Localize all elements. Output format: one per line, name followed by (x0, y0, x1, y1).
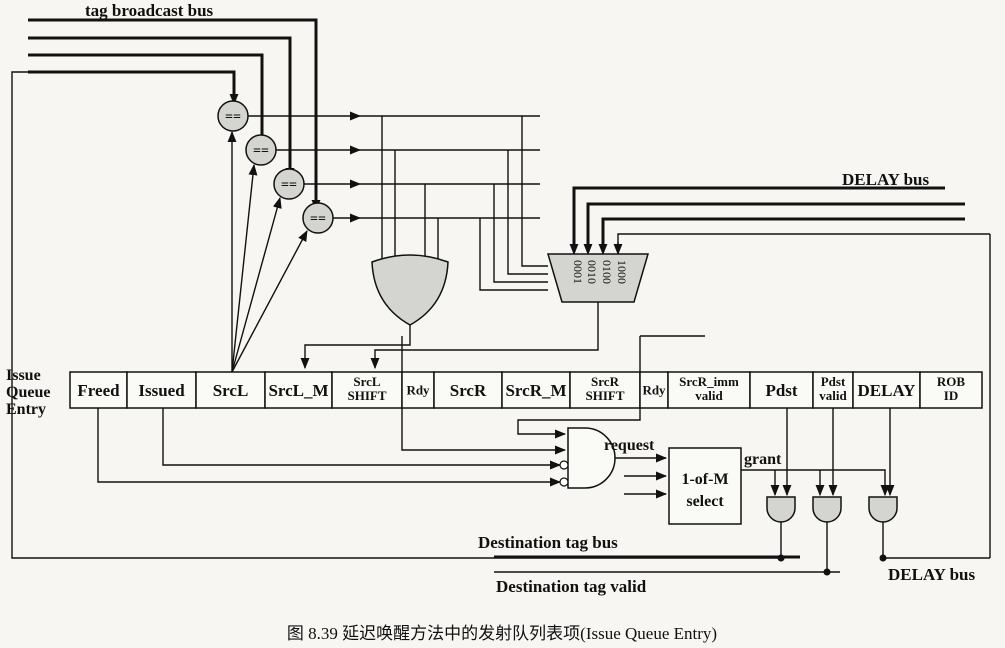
output-and-gates (766, 496, 898, 576)
select-box: 1-of-M select grant (624, 447, 782, 525)
request-label: request (604, 437, 655, 454)
mux-input-0100: 0100 (600, 260, 614, 284)
tag-broadcast-bus-label: tag broadcast bus (85, 1, 214, 20)
or-gate (300, 254, 449, 370)
delay-mux: 0001 0010 0100 1000 (370, 253, 649, 370)
field-label-srcr-imm-valid-1: SrcR_imm (679, 374, 739, 389)
comparator-4: == (302, 202, 334, 234)
svg-text:==: == (310, 212, 326, 227)
comparator-2: == (245, 134, 277, 166)
field-pdst: Pdst (749, 371, 814, 409)
field-label-srcr-imm-valid-2: valid (695, 388, 723, 403)
field-srcl: SrcL (195, 371, 266, 409)
tag-broadcast-bus: tag broadcast bus (28, 1, 321, 212)
svg-text:Queue: Queue (6, 384, 50, 401)
field-label-freed: Freed (77, 381, 120, 400)
field-label-srcr: SrcR (450, 381, 487, 400)
field-label-pdst: Pdst (765, 381, 797, 400)
svg-text:Entry: Entry (6, 401, 46, 418)
svg-text:==: == (225, 110, 241, 125)
field-delay: DELAY (852, 371, 921, 409)
figure-caption: 图 8.39 延迟唤醒方法中的发射队列表项(Issue Queue Entry) (287, 624, 717, 643)
control-wires (97, 408, 641, 487)
dest-tag-bus-label: Destination tag bus (478, 533, 618, 552)
delay-bus-bottom-label: DELAY bus (888, 565, 975, 584)
mux-input-0001: 0001 (571, 260, 585, 284)
grant-label: grant (744, 451, 782, 468)
svg-text:Issue: Issue (6, 367, 41, 384)
comparator-outputs (248, 111, 548, 291)
field-rdy-r: Rdy (639, 371, 669, 409)
field-label-issued: Issued (138, 381, 185, 400)
issue-queue-entry-label: Issue Queue Entry (6, 367, 50, 418)
field-label-delay: DELAY (858, 381, 916, 400)
destination-buses: Destination tag bus Destination tag vali… (478, 233, 991, 596)
select-line-2: select (686, 493, 724, 510)
field-label-rob-id-1: ROB (937, 374, 966, 389)
field-label-srcr-m: SrcR_M (505, 381, 566, 400)
field-label-srcl-shift-1: SrcL (353, 374, 381, 389)
field-label-srcl-m: SrcL_M (268, 381, 328, 400)
select-line-1: 1-of-M (681, 471, 728, 488)
field-srcr-m: SrcR_M (501, 371, 571, 409)
field-rdy-l: Rdy (401, 371, 435, 409)
dest-tag-feedback-loop (11, 71, 780, 559)
and-gate: request (559, 427, 668, 489)
field-label-rdy-r: Rdy (642, 383, 666, 398)
field-label-rob-id-2: ID (944, 388, 958, 403)
grant-wires (741, 408, 895, 497)
tag-comparators: == == == == (217, 100, 334, 373)
field-issued: Issued (126, 371, 197, 409)
mux-input-0010: 0010 (585, 260, 599, 284)
field-label-rdy-l: Rdy (406, 383, 430, 398)
field-freed: Freed (69, 371, 128, 409)
delay-bus-top: DELAY bus (569, 170, 965, 256)
field-label-srcr-shift-1: SrcR (591, 374, 620, 389)
comparator-3: == (273, 168, 305, 200)
svg-text:==: == (253, 144, 269, 159)
field-label-srcl: SrcL (213, 381, 249, 400)
field-label-pdst-valid-1: Pdst (821, 374, 846, 389)
mux-input-1000: 1000 (615, 260, 629, 284)
field-srcr: SrcR (433, 371, 503, 409)
delay-bus-top-label: DELAY bus (842, 170, 929, 189)
field-label-pdst-valid-2: valid (819, 388, 847, 403)
field-srcl-m: SrcL_M (264, 371, 333, 409)
field-label-srcr-shift-2: SHIFT (585, 388, 624, 403)
comparator-1: == (217, 100, 249, 132)
svg-text:==: == (281, 178, 297, 193)
field-label-srcl-shift-2: SHIFT (347, 388, 386, 403)
dest-tag-valid-label: Destination tag valid (496, 577, 647, 596)
